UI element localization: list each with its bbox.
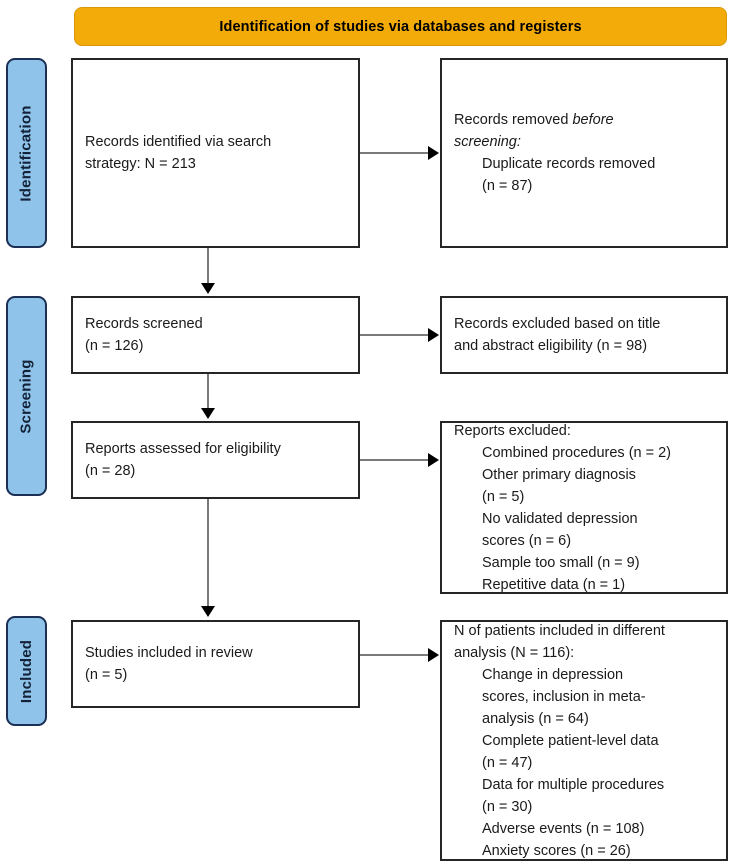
connector-included-to-patients bbox=[360, 654, 430, 656]
box-studies-included: Studies included in review (n = 5) bbox=[71, 620, 360, 708]
box-records-excluded: Records excluded based on title and abst… bbox=[440, 296, 728, 374]
stage-label-included: Included bbox=[6, 616, 47, 726]
box-reports-assessed: Reports assessed for eligibility (n = 28… bbox=[71, 421, 360, 499]
box-line: analysis (n = 64) bbox=[482, 710, 589, 727]
box-line: Change in depression bbox=[482, 666, 624, 683]
connector-screened-to-assessed bbox=[207, 374, 209, 410]
arrowhead-assessed-to-reports-excluded bbox=[428, 453, 439, 467]
connector-assessed-to-reports-excluded bbox=[360, 459, 430, 461]
box-line: analysis (N = 116): bbox=[454, 644, 575, 661]
connector-identified-to-removed bbox=[360, 152, 430, 154]
box-line: (n = 5) bbox=[85, 667, 128, 683]
box-line: Repetitive data (n = 1) bbox=[482, 576, 626, 593]
box-reports-excluded: Reports excluded: Combined procedures (n… bbox=[440, 421, 728, 594]
box-line-text: Records removed before bbox=[454, 112, 614, 128]
connector-screened-to-excluded bbox=[360, 334, 430, 336]
stage-label-identification: Identification bbox=[6, 58, 47, 248]
box-line-emphasis: before bbox=[572, 112, 614, 128]
box-line: Adverse events (n = 108) bbox=[482, 820, 645, 837]
box-line: (n = 30) bbox=[482, 798, 533, 815]
box-line: Data for multiple procedures bbox=[482, 776, 665, 793]
box-line: Records excluded based on title bbox=[454, 316, 661, 332]
box-line: Records identified via search bbox=[85, 134, 272, 150]
box-line: (n = 28) bbox=[85, 463, 136, 479]
box-line: (n = 47) bbox=[482, 754, 533, 771]
box-line: and abstract eligibility (n = 98) bbox=[454, 338, 648, 354]
box-line: Duplicate records removed bbox=[482, 156, 656, 172]
box-patients-included-analysis: N of patients included in different anal… bbox=[440, 620, 728, 861]
arrowhead-assessed-to-included bbox=[201, 606, 215, 617]
box-line: Studies included in review bbox=[85, 645, 253, 661]
stage-label-included-text: Included bbox=[18, 639, 35, 703]
box-line: No validated depression bbox=[482, 510, 638, 527]
arrowhead-identified-to-screened bbox=[201, 283, 215, 294]
connector-identified-to-screened bbox=[207, 248, 209, 285]
box-line: N of patients included in different bbox=[454, 622, 665, 639]
box-line: Anxiety scores (n = 26) bbox=[482, 842, 631, 859]
box-line: Other primary diagnosis bbox=[482, 466, 636, 483]
box-line: Sample too small (n = 9) bbox=[482, 554, 640, 571]
diagram-header-banner: Identification of studies via databases … bbox=[74, 7, 727, 46]
box-line: (n = 5) bbox=[482, 488, 525, 505]
arrowhead-identified-to-removed bbox=[428, 146, 439, 160]
box-line: (n = 87) bbox=[482, 178, 533, 194]
box-line: Records removed before bbox=[454, 109, 716, 131]
arrowhead-screened-to-assessed bbox=[201, 408, 215, 419]
stage-label-identification-text: Identification bbox=[18, 104, 36, 202]
box-line: strategy: N = 213 bbox=[85, 156, 196, 172]
connector-assessed-to-included bbox=[207, 499, 209, 608]
box-line-italic: screening: bbox=[454, 134, 521, 150]
box-records-removed-before-screening: Records removed before screening: Duplic… bbox=[440, 58, 728, 248]
box-records-identified: Records identified via search strategy: … bbox=[71, 58, 360, 248]
box-line: Reports excluded: bbox=[454, 422, 571, 439]
box-line: Complete patient-level data bbox=[482, 732, 659, 749]
stage-label-screening-text: Screening bbox=[18, 358, 36, 434]
box-records-screened: Records screened (n = 126) bbox=[71, 296, 360, 374]
box-line: scores, inclusion in meta- bbox=[482, 688, 646, 705]
arrowhead-screened-to-excluded bbox=[428, 328, 439, 342]
diagram-title: Identification of studies via databases … bbox=[219, 18, 582, 35]
stage-label-screening: Screening bbox=[6, 296, 47, 496]
box-line: Records screened bbox=[85, 316, 203, 332]
arrowhead-included-to-patients bbox=[428, 648, 439, 662]
box-line: scores (n = 6) bbox=[482, 532, 572, 549]
box-line: (n = 126) bbox=[85, 338, 144, 354]
box-line: Reports assessed for eligibility bbox=[85, 441, 281, 457]
box-line: Combined procedures (n = 2) bbox=[482, 444, 672, 461]
